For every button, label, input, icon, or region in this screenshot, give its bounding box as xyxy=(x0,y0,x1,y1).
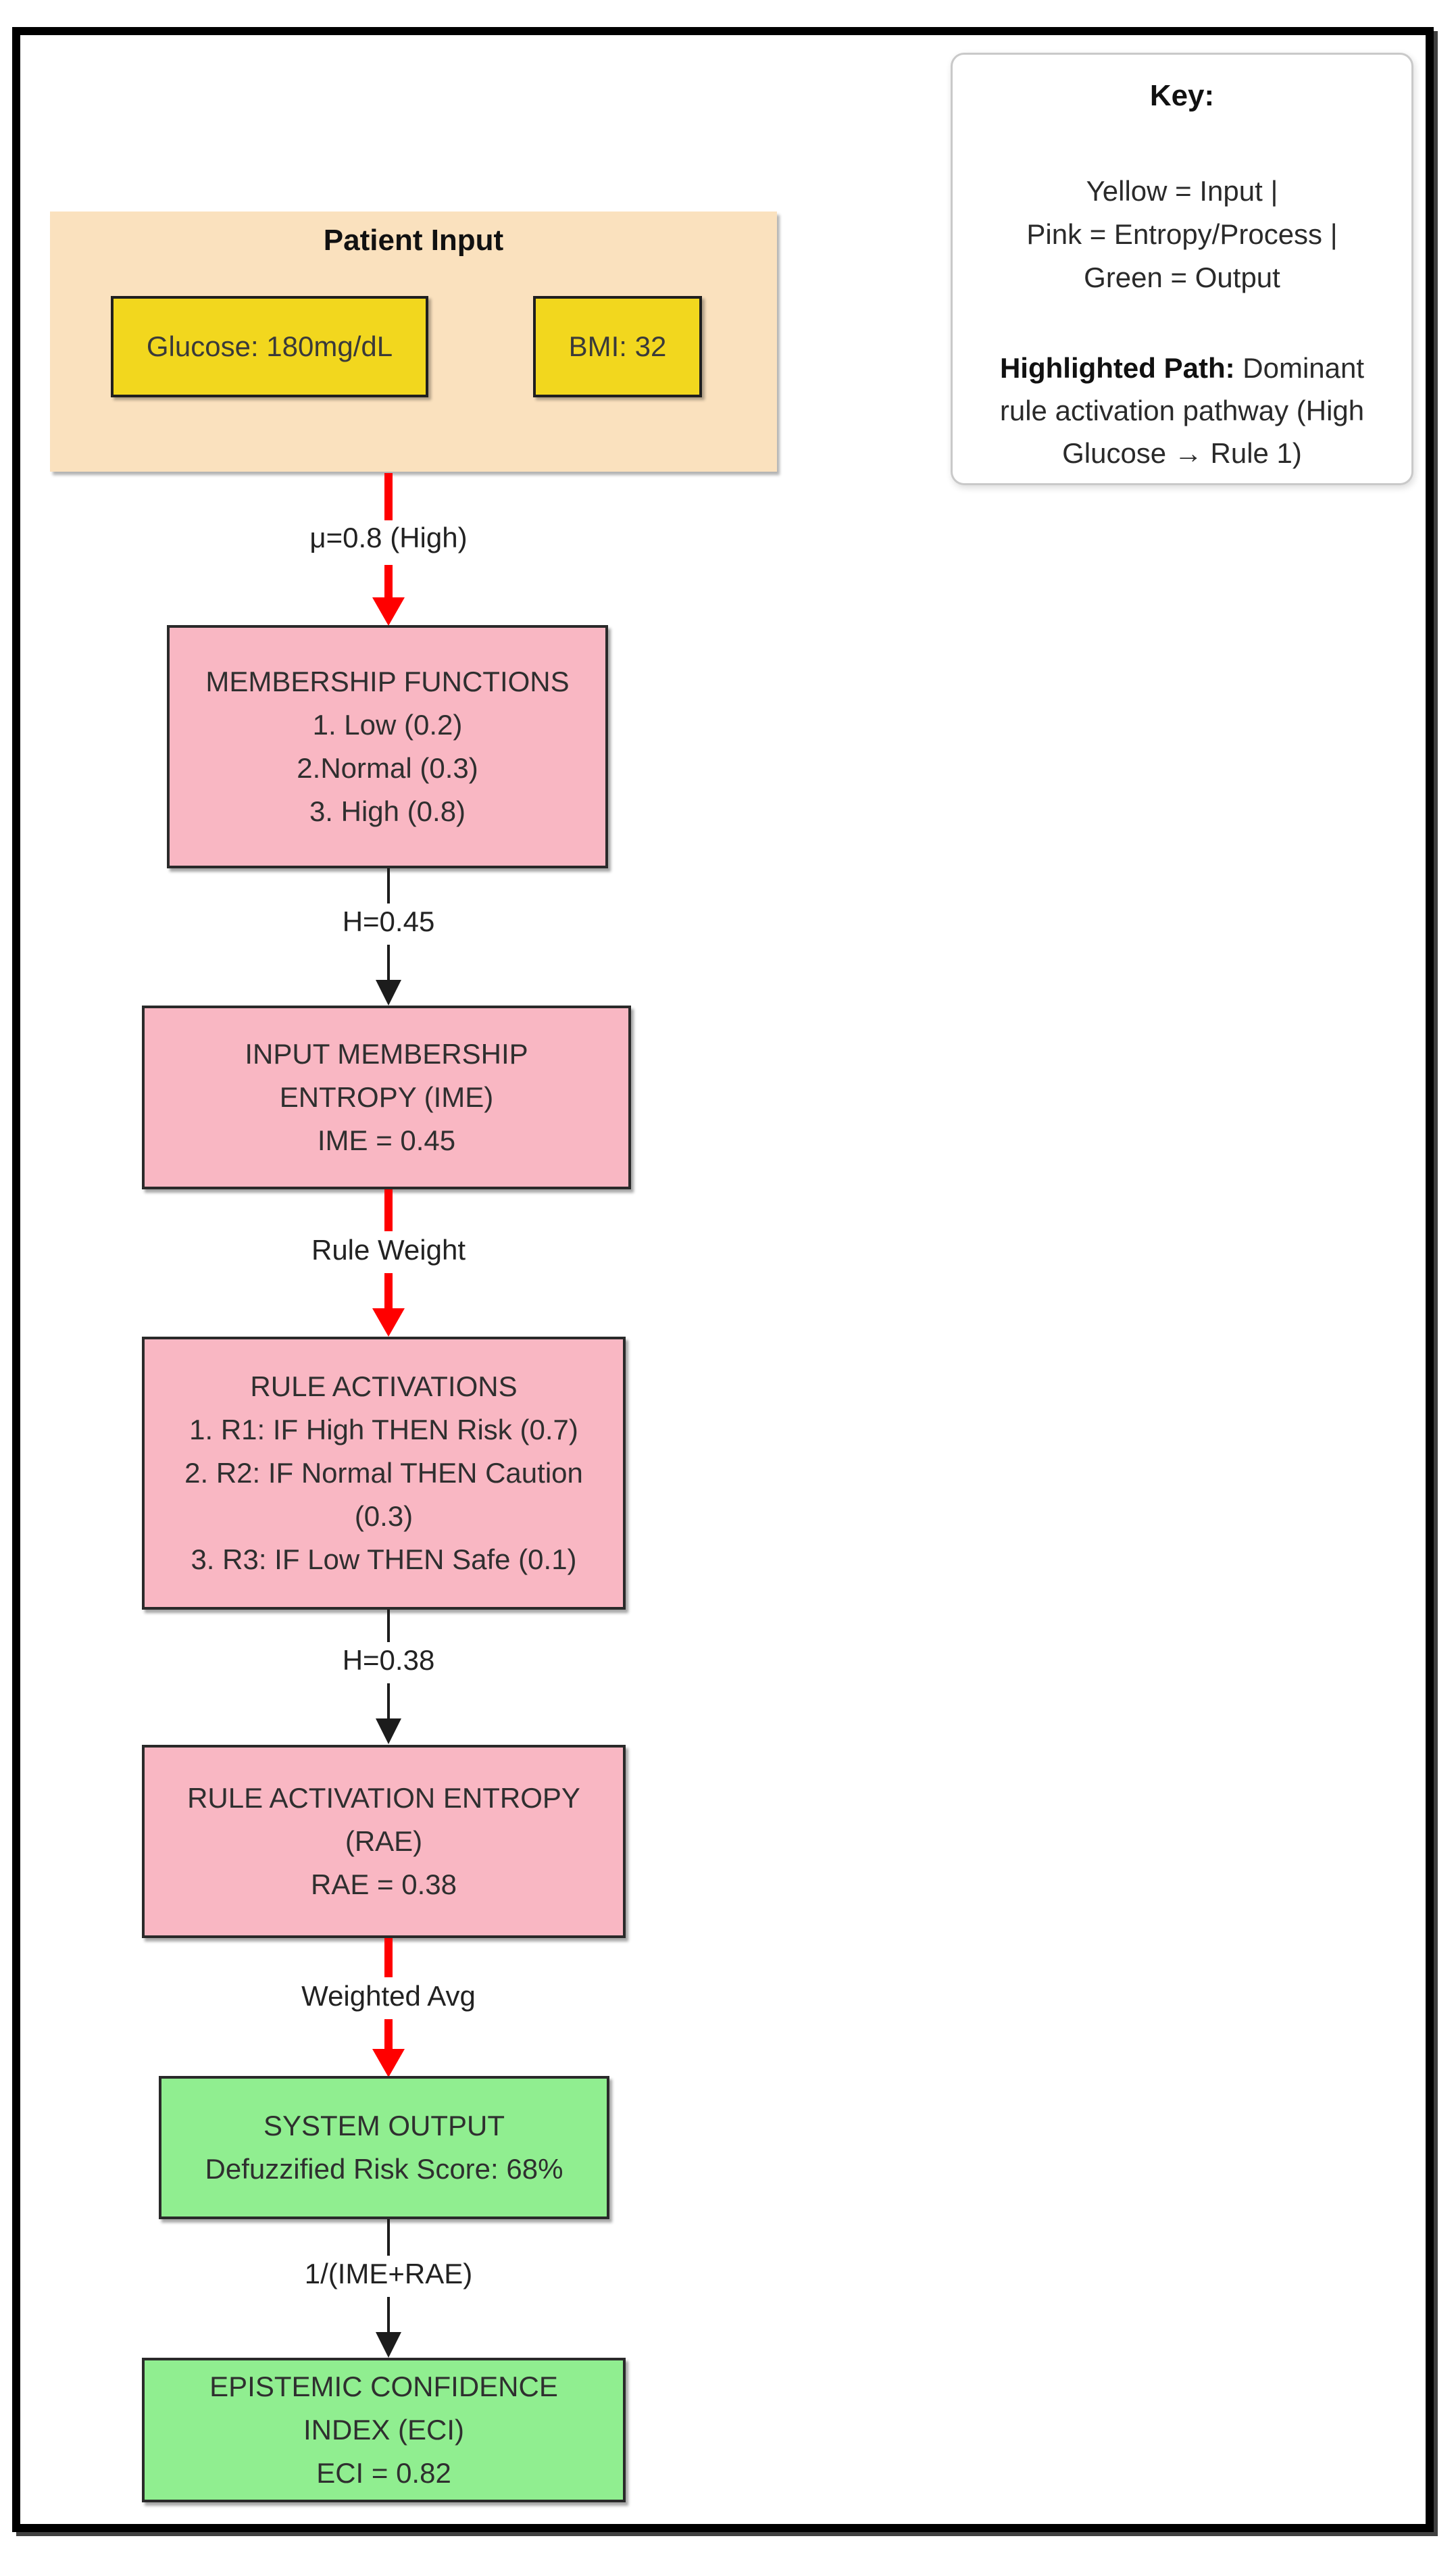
rule-activation-entropy-node: RULE ACTIVATION ENTROPY (RAE) RAE = 0.38 xyxy=(142,1745,626,1938)
edge-line xyxy=(384,565,393,599)
membership-functions-node: MEMBERSHIP FUNCTIONS 1. Low (0.2) 2.Norm… xyxy=(167,625,608,868)
edge-label-weighted-avg: Weighted Avg xyxy=(295,1980,482,2012)
glucose-input-box: Glucose: 180mg/dL xyxy=(111,296,428,397)
node-line: MEMBERSHIP FUNCTIONS xyxy=(205,666,570,697)
arrowhead-down-icon xyxy=(372,1308,405,1337)
edge-line xyxy=(384,1189,393,1231)
key-title: Key: xyxy=(1149,79,1215,112)
edge-line xyxy=(387,868,390,903)
node-line: 2. R2: IF Normal THEN Caution xyxy=(184,1457,583,1489)
edge-line xyxy=(384,1273,393,1308)
edge-label-rule-weight: Rule Weight xyxy=(304,1234,473,1266)
edge-label-membership-degree: μ=0.8 (High) xyxy=(303,522,474,554)
node-line: 3. R3: IF Low THEN Safe (0.1) xyxy=(191,1543,577,1575)
patient-input-group: Patient Input Glucose: 180mg/dL BMI: 32 xyxy=(50,212,777,472)
edge-line xyxy=(384,473,393,520)
node-line: INDEX (ECI) xyxy=(303,2414,464,2446)
epistemic-confidence-index-node: EPISTEMIC CONFIDENCE INDEX (ECI) ECI = 0… xyxy=(142,2358,626,2502)
node-line: SYSTEM OUTPUT xyxy=(263,2110,505,2141)
arrowhead-down-icon xyxy=(372,2049,405,2077)
system-output-node: SYSTEM OUTPUT Defuzzified Risk Score: 68… xyxy=(159,2076,609,2219)
edge-line xyxy=(387,1610,390,1642)
edge-line xyxy=(387,1683,390,1718)
arrowhead-down-icon xyxy=(372,597,405,626)
node-line: (0.3) xyxy=(354,1500,413,1532)
arrowhead-down-icon xyxy=(376,2332,401,2358)
edge-label-entropy-h038: H=0.38 xyxy=(335,1644,442,1677)
node-line: (RAE) xyxy=(345,1825,423,1857)
key-legend-yellow: Yellow = Input | xyxy=(1086,175,1278,207)
input-membership-entropy-node: INPUT MEMBERSHIP ENTROPY (IME) IME = 0.4… xyxy=(142,1006,631,1189)
patient-input-title: Patient Input xyxy=(323,224,504,257)
node-line: 3. High (0.8) xyxy=(309,795,466,827)
node-line: 2.Normal (0.3) xyxy=(297,752,478,784)
edge-line xyxy=(387,945,390,980)
edge-label-entropy-h045: H=0.45 xyxy=(335,906,442,938)
edge-line xyxy=(384,1938,393,1977)
key-highlighted-path-label: Highlighted Path: xyxy=(999,352,1235,384)
node-line: INPUT MEMBERSHIP xyxy=(245,1038,528,1070)
diagram-frame xyxy=(12,27,1434,2532)
key-legend-pink: Pink = Entropy/Process | xyxy=(1026,218,1338,250)
node-line: 1. Low (0.2) xyxy=(312,709,463,741)
node-line: RAE = 0.38 xyxy=(311,1868,457,1900)
key-highlighted-path-text: Dominant rule activation pathway (High G… xyxy=(999,352,1365,469)
edge-line xyxy=(387,2219,390,2256)
node-line: IME = 0.45 xyxy=(317,1124,456,1156)
node-line: 1. R1: IF High THEN Risk (0.7) xyxy=(189,1414,578,1445)
key-highlighted-path-note: Highlighted Path: Dominant rule activati… xyxy=(980,347,1385,474)
node-line: Defuzzified Risk Score: 68% xyxy=(205,2153,563,2185)
edge-line xyxy=(387,2297,390,2332)
edge-label-eci-formula: 1/(IME+RAE) xyxy=(297,2258,480,2290)
edge-line xyxy=(384,2019,393,2050)
key-legend-green: Green = Output xyxy=(1084,262,1280,293)
node-line: EPISTEMIC CONFIDENCE xyxy=(209,2371,558,2402)
node-line: ENTROPY (IME) xyxy=(279,1081,494,1113)
node-line: ECI = 0.82 xyxy=(316,2457,451,2489)
arrowhead-down-icon xyxy=(376,980,401,1006)
bmi-input-box: BMI: 32 xyxy=(533,296,702,397)
key-legend-panel: Key: Yellow = Input | Pink = Entropy/Pro… xyxy=(951,53,1413,485)
arrowhead-down-icon xyxy=(376,1718,401,1744)
node-line: RULE ACTIVATION ENTROPY xyxy=(187,1782,580,1814)
node-line: RULE ACTIVATIONS xyxy=(250,1370,518,1402)
rule-activations-node: RULE ACTIVATIONS 1. R1: IF High THEN Ris… xyxy=(142,1337,626,1610)
